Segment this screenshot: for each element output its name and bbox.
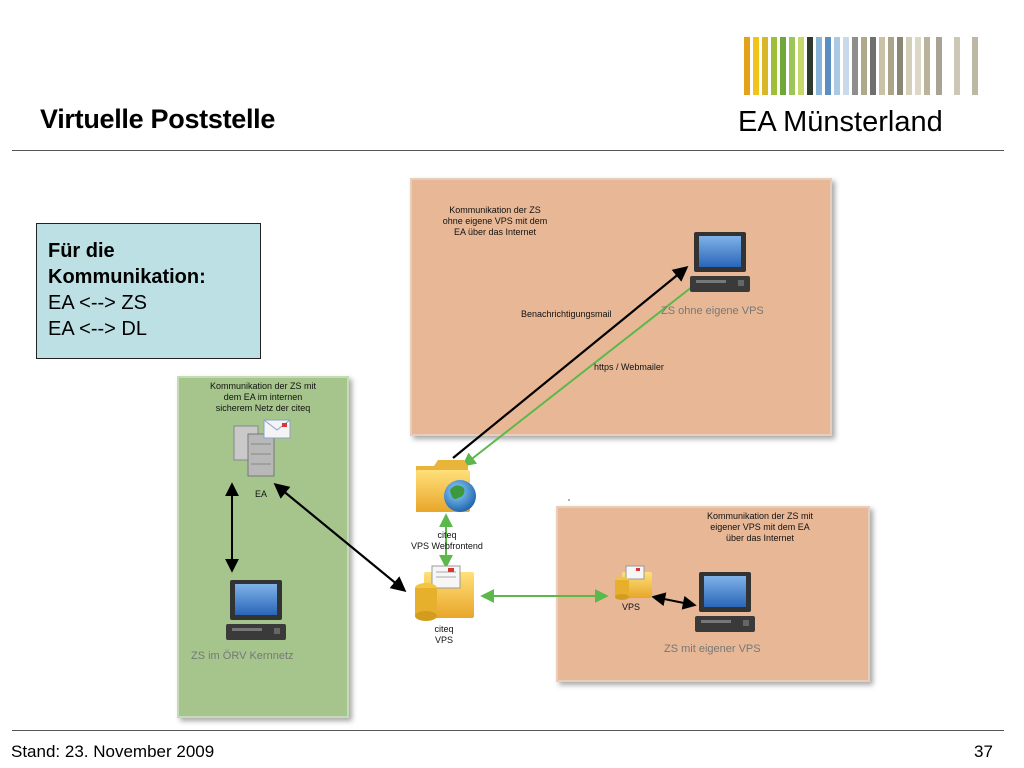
info-line-3: EA <--> ZS — [48, 292, 147, 314]
edge-label-notification: Benachrichtigungsmail — [521, 309, 612, 319]
edge-ownvps-computer-arrow — [651, 592, 697, 610]
stray-dot — [568, 499, 570, 501]
caption-line: Kommunikation der ZS mit — [209, 381, 317, 391]
computer-label-internet: ZS ohne eigene VPS — [661, 305, 764, 317]
edge-notification-arrow — [452, 266, 689, 459]
brand-name: EA Münsterland — [738, 106, 943, 138]
panel-internet — [410, 178, 832, 436]
server-icon — [233, 419, 291, 477]
edge-webmailer-arrow — [461, 282, 698, 467]
caption-line: eigener VPS mit dem EA — [710, 522, 810, 532]
footer-divider — [12, 730, 1004, 731]
caption-line: EA über das Internet — [453, 227, 537, 237]
caption-line: über das Internet — [725, 533, 795, 543]
own-vps-label: VPS — [622, 602, 641, 612]
caption-line: dem EA im internen — [223, 392, 303, 402]
computer-icon — [690, 232, 750, 292]
webfrontend-label: citeq VPS Webfrontend — [402, 530, 492, 552]
slide-title: Virtuelle Poststelle — [40, 104, 276, 134]
page-number: 37 — [974, 742, 993, 761]
logo-stripes — [744, 37, 984, 95]
webfrontend-label-line: citeq — [437, 530, 457, 540]
footer-date: Stand: 23. November 2009 — [11, 742, 215, 761]
webfrontend-label-line: VPS Webfrontend — [411, 541, 483, 551]
panel-own-caption: Kommunikation der ZS mit eigener VPS mit… — [690, 511, 830, 544]
citeq-vps-label-line: VPS — [434, 635, 453, 645]
header-divider — [12, 150, 1004, 151]
info-line-2: Kommunikation: — [48, 266, 206, 288]
caption-line: sicherem Netz der citeq — [215, 403, 311, 413]
citeq-vps-folder-icon — [415, 565, 474, 621]
citeq-vps-label: citeq VPS — [414, 624, 474, 646]
webfrontend-folder-icon — [416, 460, 476, 512]
caption-line: Kommunikation der ZS mit — [706, 511, 814, 521]
panel-intern-caption: Kommunikation der ZS mit dem EA im inter… — [188, 381, 338, 414]
caption-line: Kommunikation der ZS — [449, 205, 541, 215]
own-vps-folder-icon — [615, 565, 652, 600]
computer-icon — [226, 580, 286, 640]
computer-icon — [695, 572, 755, 632]
computer-label-own-vps: ZS mit eigener VPS — [664, 643, 761, 655]
edge-ea-citeq-arrow — [273, 483, 407, 592]
info-line-4: EA <--> DL — [48, 318, 147, 340]
computer-label-intern: ZS im ÖRV Kernnetz — [191, 650, 294, 662]
caption-line: ohne eigene VPS mit dem — [442, 216, 548, 226]
panel-internet-caption: Kommunikation der ZS ohne eigene VPS mit… — [430, 205, 560, 238]
citeq-vps-label-line: citeq — [434, 624, 454, 634]
server-label-ea: EA — [255, 489, 268, 499]
edge-label-webmailer: https / Webmailer — [594, 362, 664, 372]
info-box: Für die Kommunikation: EA <--> ZS EA <--… — [36, 223, 261, 359]
info-line-1: Für die — [48, 240, 115, 262]
